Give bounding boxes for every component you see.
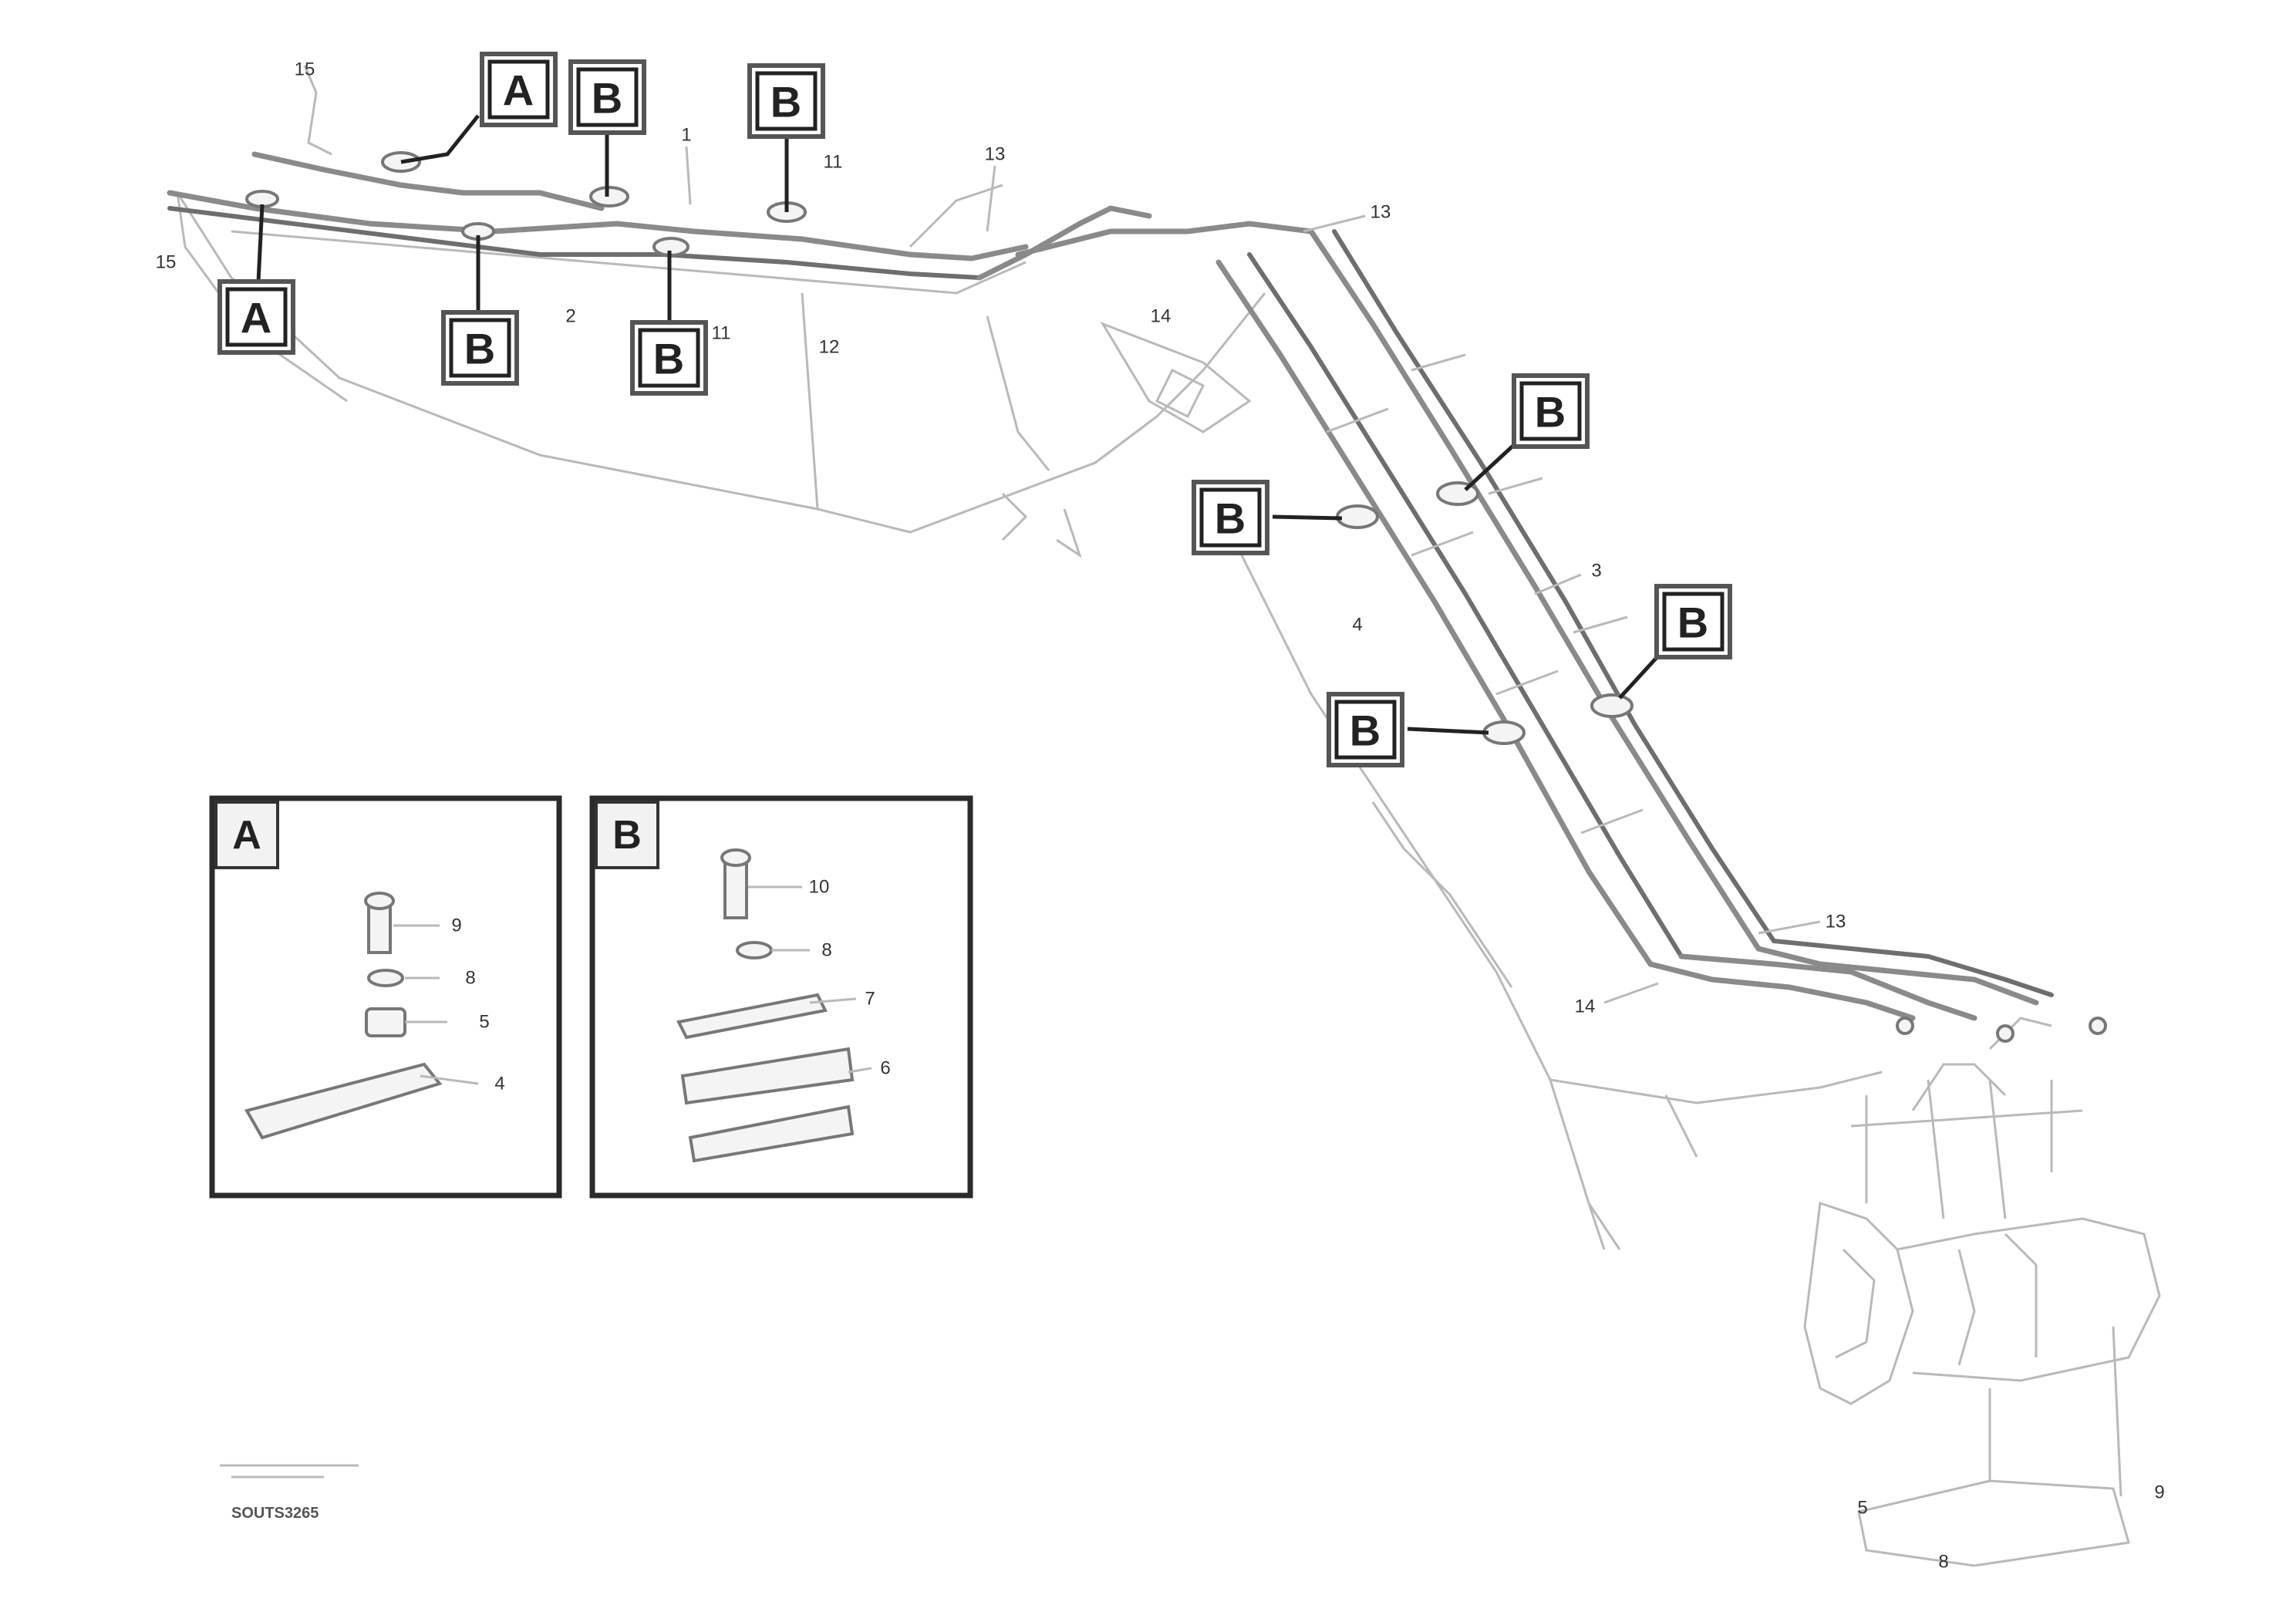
svg-text:B: B [612,813,642,858]
item-label: 11 [712,323,731,344]
callout-A-top: A [400,52,558,164]
callout-B-low-2: B [630,251,708,396]
clamp-markers [245,151,1633,745]
svg-text:B: B [653,335,684,383]
item-label: 9 [2154,1482,2164,1503]
svg-text:10: 10 [809,877,830,898]
callout-A-left: A [217,204,295,355]
callout-B-low-1: B [441,235,519,386]
item-label: 14 [1575,996,1596,1017]
item-label: 3 [1591,561,1601,582]
svg-text:B: B [1677,599,1708,647]
valve-block [1803,1017,2161,1567]
callout-B-arm-2: B [1464,373,1590,491]
callout-B-top-2: B [747,63,825,212]
svg-text:A: A [241,294,271,342]
item-label: 14 [1151,306,1172,327]
svg-text:SOUTS3265: SOUTS3265 [231,1505,319,1522]
item-label: 13 [1371,202,1391,223]
hose-assembly [167,151,2054,1021]
item-label: 13 [985,144,1006,165]
drawing-code: SOUTS3265 [220,1464,359,1522]
item-label: 4 [1352,615,1362,636]
item-label: 11 [824,152,843,173]
detail-B-panel: B 10 8 7 6 [589,795,973,1199]
svg-text:7: 7 [865,989,875,1010]
svg-text:B: B [1535,388,1566,437]
svg-text:B: B [1215,494,1246,543]
item-label: 13 [1826,912,1846,932]
svg-text:B: B [592,74,622,123]
callout-B-arm-1: B [1192,480,1343,555]
svg-text:A: A [232,813,261,858]
callout-B-arm-4: B [1618,584,1732,700]
svg-text:5: 5 [479,1012,489,1033]
item-label: 15 [156,252,177,273]
svg-text:4: 4 [494,1074,504,1094]
svg-text:B: B [1350,706,1381,755]
item-numbers: 15 15 1 2 11 11 13 12 14 13 3 4 13 14 5 … [156,59,2165,1573]
item-label: 2 [565,306,575,327]
callout-B-top-1: B [568,59,646,197]
item-label: 1 [681,125,691,146]
item-label: 8 [1938,1552,1948,1573]
svg-text:B: B [464,325,495,373]
svg-text:B: B [770,78,801,126]
item-label: 12 [819,337,840,358]
svg-text:9: 9 [451,916,461,936]
item-label: 15 [295,59,315,80]
svg-text:A: A [503,66,534,115]
callout-B-arm-3: B [1327,692,1489,767]
svg-text:8: 8 [821,940,831,961]
svg-text:6: 6 [880,1058,890,1079]
arm-outline [176,184,1883,1250]
detail-A-panel: A 9 8 5 4 [209,795,562,1199]
svg-text:8: 8 [465,968,475,989]
callouts: A B B A B [217,52,1732,767]
item-label: 5 [1857,1498,1867,1519]
